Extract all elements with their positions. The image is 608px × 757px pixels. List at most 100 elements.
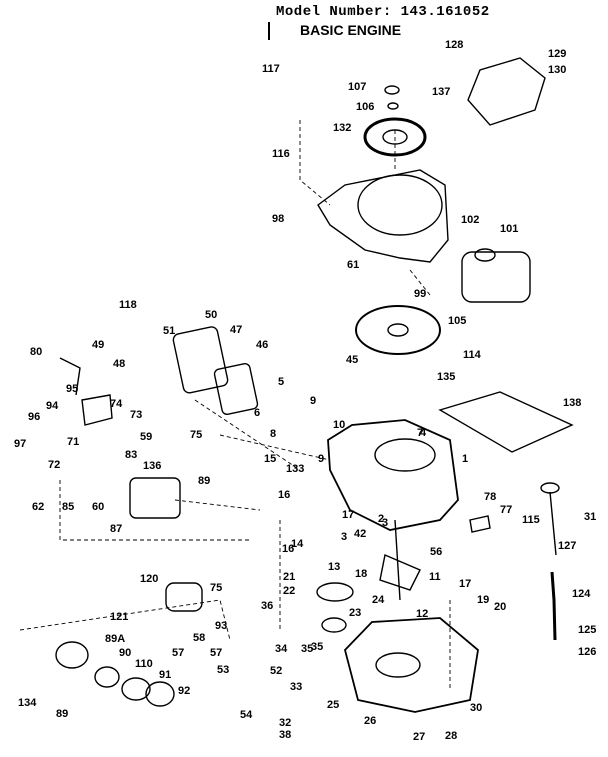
part-callout-95: 95 (66, 383, 78, 395)
part-callout-62: 62 (32, 501, 44, 513)
part-callout-49: 49 (92, 339, 104, 351)
part-callout-11: 11 (429, 571, 441, 583)
dipstick (549, 491, 557, 556)
part-callout-7: 7 (417, 427, 423, 439)
crankshaft (379, 519, 421, 601)
blower-housing-opening (357, 174, 443, 236)
part-callout-87: 87 (110, 523, 122, 535)
part-callout-42: 42 (354, 528, 366, 540)
part-callout-89: 89 (198, 475, 210, 487)
part-callout-51: 51 (163, 325, 175, 337)
part-callout-17: 17 (459, 578, 471, 590)
throttle-link (59, 357, 81, 396)
part-callout-126: 126 (578, 646, 596, 658)
muffler-outlet (474, 248, 496, 262)
part-callout-60: 60 (92, 501, 104, 513)
nut-107 (384, 85, 400, 95)
part-callout-21: 21 (283, 571, 295, 583)
flywheel-hub (387, 323, 409, 337)
gasket-46 (213, 362, 259, 416)
part-callout-2: 2 (378, 513, 384, 525)
part-callout-125: 125 (578, 624, 596, 636)
part-callout-127: 127 (558, 540, 576, 552)
part-callout-13: 13 (328, 561, 340, 573)
part-callout-107: 107 (348, 81, 366, 93)
fill-tube (550, 571, 557, 641)
filter-cap-92 (145, 681, 175, 707)
part-callout-106: 106 (356, 101, 374, 113)
model-number: Model Number: 143.161052 (276, 4, 490, 20)
part-callout-77: 77 (500, 504, 512, 516)
part-callout-33: 33 (290, 681, 302, 693)
part-callout-58: 58 (193, 632, 205, 644)
part-callout-5: 5 (278, 376, 284, 388)
part-callout-59: 59 (140, 431, 152, 443)
part-callout-118: 118 (119, 299, 137, 311)
part-callout-50: 50 (205, 309, 217, 321)
part-callout-99: 99 (414, 288, 426, 300)
part-callout-35: 35 (311, 641, 323, 653)
part-callout-89a: 89A (105, 633, 125, 645)
part-callout-15: 15 (264, 453, 276, 465)
part-callout-110: 110 (135, 658, 153, 670)
part-callout-75: 75 (210, 582, 222, 594)
filter-element-110 (94, 666, 120, 688)
part-callout-102: 102 (461, 214, 479, 226)
muffler-deflector (467, 57, 546, 126)
part-callout-134: 134 (18, 697, 37, 709)
part-callout-105: 105 (448, 315, 466, 327)
part-callout-135: 135 (437, 371, 455, 383)
starter-unit (165, 582, 203, 612)
part-callout-138: 138 (563, 397, 581, 409)
part-callout-35: 35 (301, 643, 313, 655)
part-callout-38: 38 (279, 729, 291, 741)
part-callout-72: 72 (48, 459, 60, 471)
part-callout-101: 101 (500, 223, 518, 235)
part-callout-18: 18 (355, 568, 367, 580)
part-callout-22: 22 (283, 585, 295, 597)
flywheel (355, 305, 441, 355)
diagram-title: BASIC ENGINE (300, 22, 402, 38)
part-callout-115: 115 (522, 514, 540, 526)
part-callout-83: 83 (125, 449, 137, 461)
part-callout-120: 120 (140, 573, 158, 585)
part-callout-89: 89 (56, 708, 68, 720)
piston (316, 582, 354, 602)
baffle-plate (469, 515, 491, 533)
part-callout-14: 14 (291, 538, 304, 550)
cylinder-block (327, 419, 459, 531)
part-callout-54: 54 (240, 709, 253, 721)
oil-pan-bore (375, 652, 421, 678)
part-callout-30: 30 (470, 702, 482, 714)
dipstick-cap (540, 482, 560, 494)
part-callout-46: 46 (256, 339, 268, 351)
part-callout-36: 36 (261, 600, 273, 612)
part-callout-80: 80 (30, 346, 42, 358)
part-callout-52: 52 (270, 665, 282, 677)
part-callout-133: 133 (286, 463, 304, 475)
oil-pan (344, 617, 479, 713)
part-callout-98: 98 (272, 213, 284, 225)
part-callout-27: 27 (413, 731, 425, 743)
part-callout-137: 137 (432, 86, 450, 98)
part-callout-16: 16 (282, 543, 294, 555)
part-callout-45: 45 (346, 354, 358, 366)
part-callout-57: 57 (172, 647, 184, 659)
part-callout-132: 132 (333, 122, 351, 134)
part-callout-26: 26 (364, 715, 376, 727)
part-callout-4: 4 (420, 427, 427, 439)
part-callout-1: 1 (462, 453, 468, 465)
part-callout-48: 48 (113, 358, 125, 370)
control-bracket (81, 394, 113, 426)
part-callout-71: 71 (67, 436, 79, 448)
part-callout-10: 10 (333, 419, 345, 431)
part-callout-53: 53 (217, 664, 229, 676)
part-callout-3: 3 (382, 517, 388, 529)
part-callout-8: 8 (270, 428, 276, 440)
part-callout-96: 96 (28, 411, 40, 423)
intake-plate (172, 326, 229, 394)
exploded-leaders (19, 120, 451, 690)
part-callout-85: 85 (62, 501, 74, 513)
part-callout-128: 128 (445, 39, 463, 51)
